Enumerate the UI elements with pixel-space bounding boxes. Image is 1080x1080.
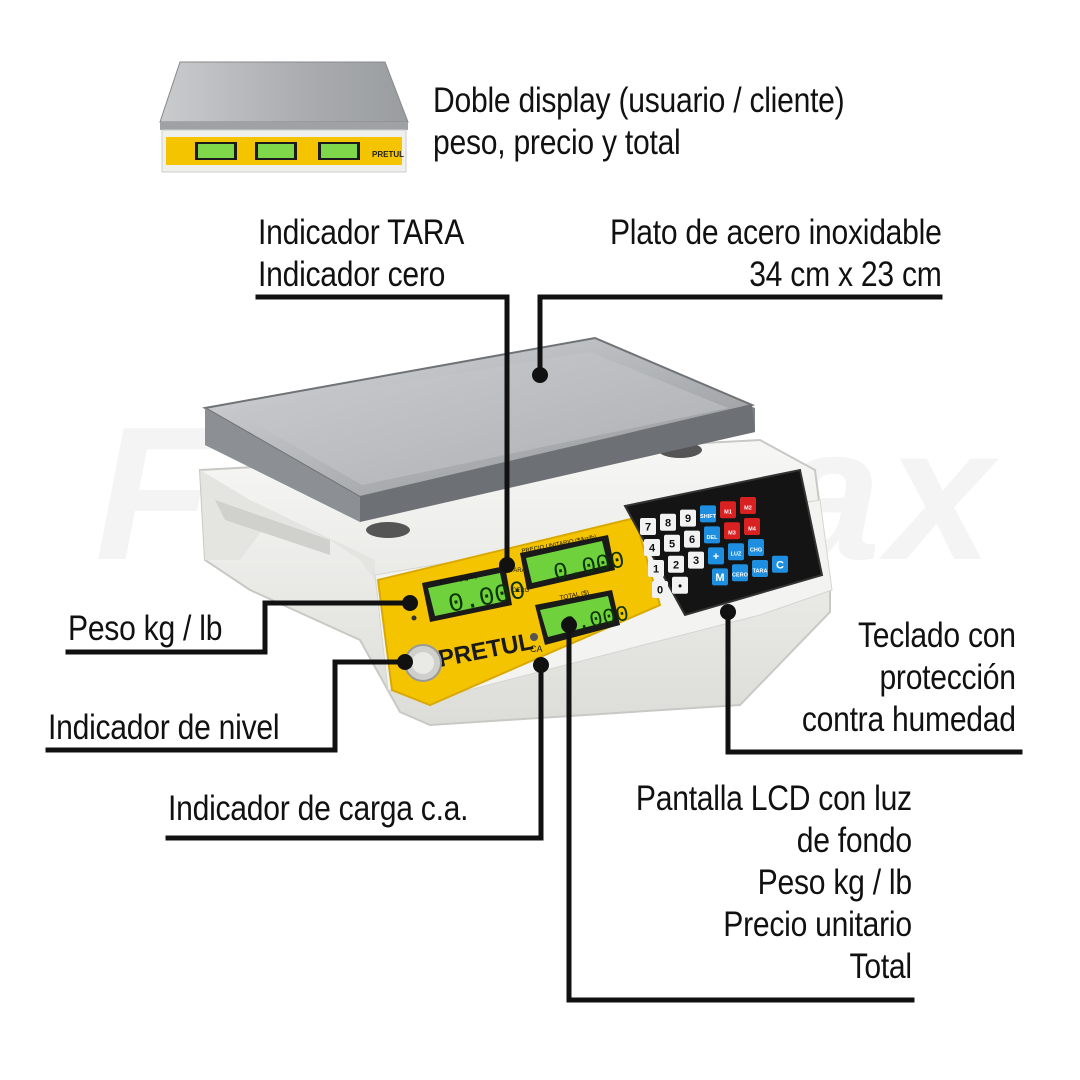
lcd-leader-line bbox=[566, 622, 915, 1003]
plate-leader-line bbox=[537, 294, 943, 378]
callout-lines bbox=[45, 294, 1023, 1003]
tara-leader-line bbox=[255, 294, 510, 568]
keypad-key[interactable] bbox=[684, 530, 700, 548]
keypad-key-label: SHIFT bbox=[700, 514, 717, 520]
keypad-key-label: 8 bbox=[665, 517, 671, 529]
total-display: TOTAL ($) 0.000 bbox=[535, 589, 631, 645]
tara-indicator: TARA bbox=[510, 568, 526, 574]
ac-led-icon bbox=[530, 633, 538, 641]
keypad-leader-line bbox=[725, 609, 1023, 755]
keypad-key-label: 7 bbox=[645, 522, 651, 534]
keypad-keys: 7 8 9 SHIFT M1 M2 4 5 6 DEL M3 M4 1 2 3 + LUZ CHG 0 • M CERO T… bbox=[640, 497, 788, 598]
keypad-key[interactable] bbox=[640, 518, 656, 535]
keypad-key[interactable] bbox=[652, 581, 668, 598]
keypad-key-label: C bbox=[776, 559, 784, 571]
level-leader-line bbox=[45, 659, 408, 753]
keypad-key[interactable] bbox=[672, 576, 688, 594]
keypad-key[interactable] bbox=[660, 513, 676, 531]
keypad-key-label: 0 bbox=[657, 585, 663, 597]
ac-leader-line bbox=[165, 662, 544, 841]
keypad-key[interactable] bbox=[664, 534, 680, 552]
keypad-key[interactable] bbox=[668, 555, 684, 573]
keypad-callout: Teclado con protección contra humedad bbox=[802, 616, 1016, 739]
keypad-key-label: LUZ bbox=[731, 552, 742, 558]
keypad-key-label: CERO bbox=[732, 573, 749, 579]
weight-unit-callout: Peso kg / lb bbox=[68, 609, 223, 648]
keypad-key-label: 4 bbox=[649, 543, 656, 555]
weight-display: PESO (kg/lb) 0.000 bbox=[422, 566, 528, 622]
double-display-callout: Doble display (usuario / cliente) peso, … bbox=[433, 81, 845, 162]
ca-label: CA bbox=[530, 644, 543, 654]
keypad-key-label: DEL bbox=[707, 535, 719, 541]
keypad-key[interactable] bbox=[648, 560, 664, 577]
keypad-key-label: • bbox=[678, 580, 682, 592]
keypad-key-label: M1 bbox=[724, 510, 732, 516]
keypad-key-label: CHG bbox=[750, 548, 762, 554]
keypad-key[interactable] bbox=[748, 539, 764, 556]
thumbnail-scale: PRETUL bbox=[159, 61, 409, 173]
ac-charge-callout: Indicador de carga c.a. bbox=[168, 789, 469, 828]
keypad-key-label: 9 bbox=[685, 513, 691, 525]
keypad-key[interactable] bbox=[720, 501, 736, 519]
cero-indicator: CERO bbox=[512, 588, 530, 594]
keypad-key[interactable] bbox=[700, 505, 716, 523]
keypad-key[interactable] bbox=[744, 518, 760, 535]
keypad-key[interactable] bbox=[772, 555, 788, 573]
keypad-key[interactable] bbox=[740, 497, 756, 514]
keypad-key[interactable] bbox=[708, 547, 724, 565]
keypad-key-label: M3 bbox=[728, 531, 736, 537]
keypad-key[interactable] bbox=[704, 526, 720, 544]
keypad-key[interactable] bbox=[724, 522, 740, 540]
keypad-key-label: 3 bbox=[693, 555, 699, 567]
keypad-key-label: M bbox=[715, 572, 724, 584]
tara-callout: Indicador TARA Indicador cero bbox=[258, 213, 465, 294]
keypad-key[interactable] bbox=[680, 509, 696, 527]
keypad-key[interactable] bbox=[728, 543, 744, 561]
lcd-callout: Pantalla LCD con luz de fondo Peso kg / … bbox=[636, 779, 912, 986]
keypad-key-label: 1 bbox=[653, 564, 659, 576]
stainless-plate bbox=[202, 336, 756, 522]
level-callout: Indicador de nivel bbox=[48, 708, 280, 747]
keypad-key[interactable] bbox=[712, 568, 728, 586]
keypad-key-label: TARA bbox=[753, 569, 768, 575]
weight-leader-line bbox=[65, 600, 413, 655]
keypad-key-label: 2 bbox=[673, 559, 679, 571]
unit-price-display: PRECIO UNITARIO ($/kg/lb) 0.000 bbox=[520, 535, 627, 590]
plate-callout: Plato de acero inoxidable 34 cm x 23 cm bbox=[610, 213, 942, 294]
keypad-key-label: M2 bbox=[744, 506, 752, 512]
keypad-key[interactable] bbox=[752, 560, 768, 577]
keypad-key[interactable] bbox=[688, 551, 704, 569]
keypad-key-label: 5 bbox=[669, 538, 675, 550]
keypad-key-label: + bbox=[713, 551, 719, 563]
keypad-key-label: 6 bbox=[689, 534, 695, 546]
keypad-key-label: M4 bbox=[748, 527, 757, 533]
keypad-key[interactable] bbox=[732, 564, 748, 582]
svg-text:PRETUL: PRETUL bbox=[372, 150, 404, 159]
keypad-key[interactable] bbox=[644, 539, 660, 556]
